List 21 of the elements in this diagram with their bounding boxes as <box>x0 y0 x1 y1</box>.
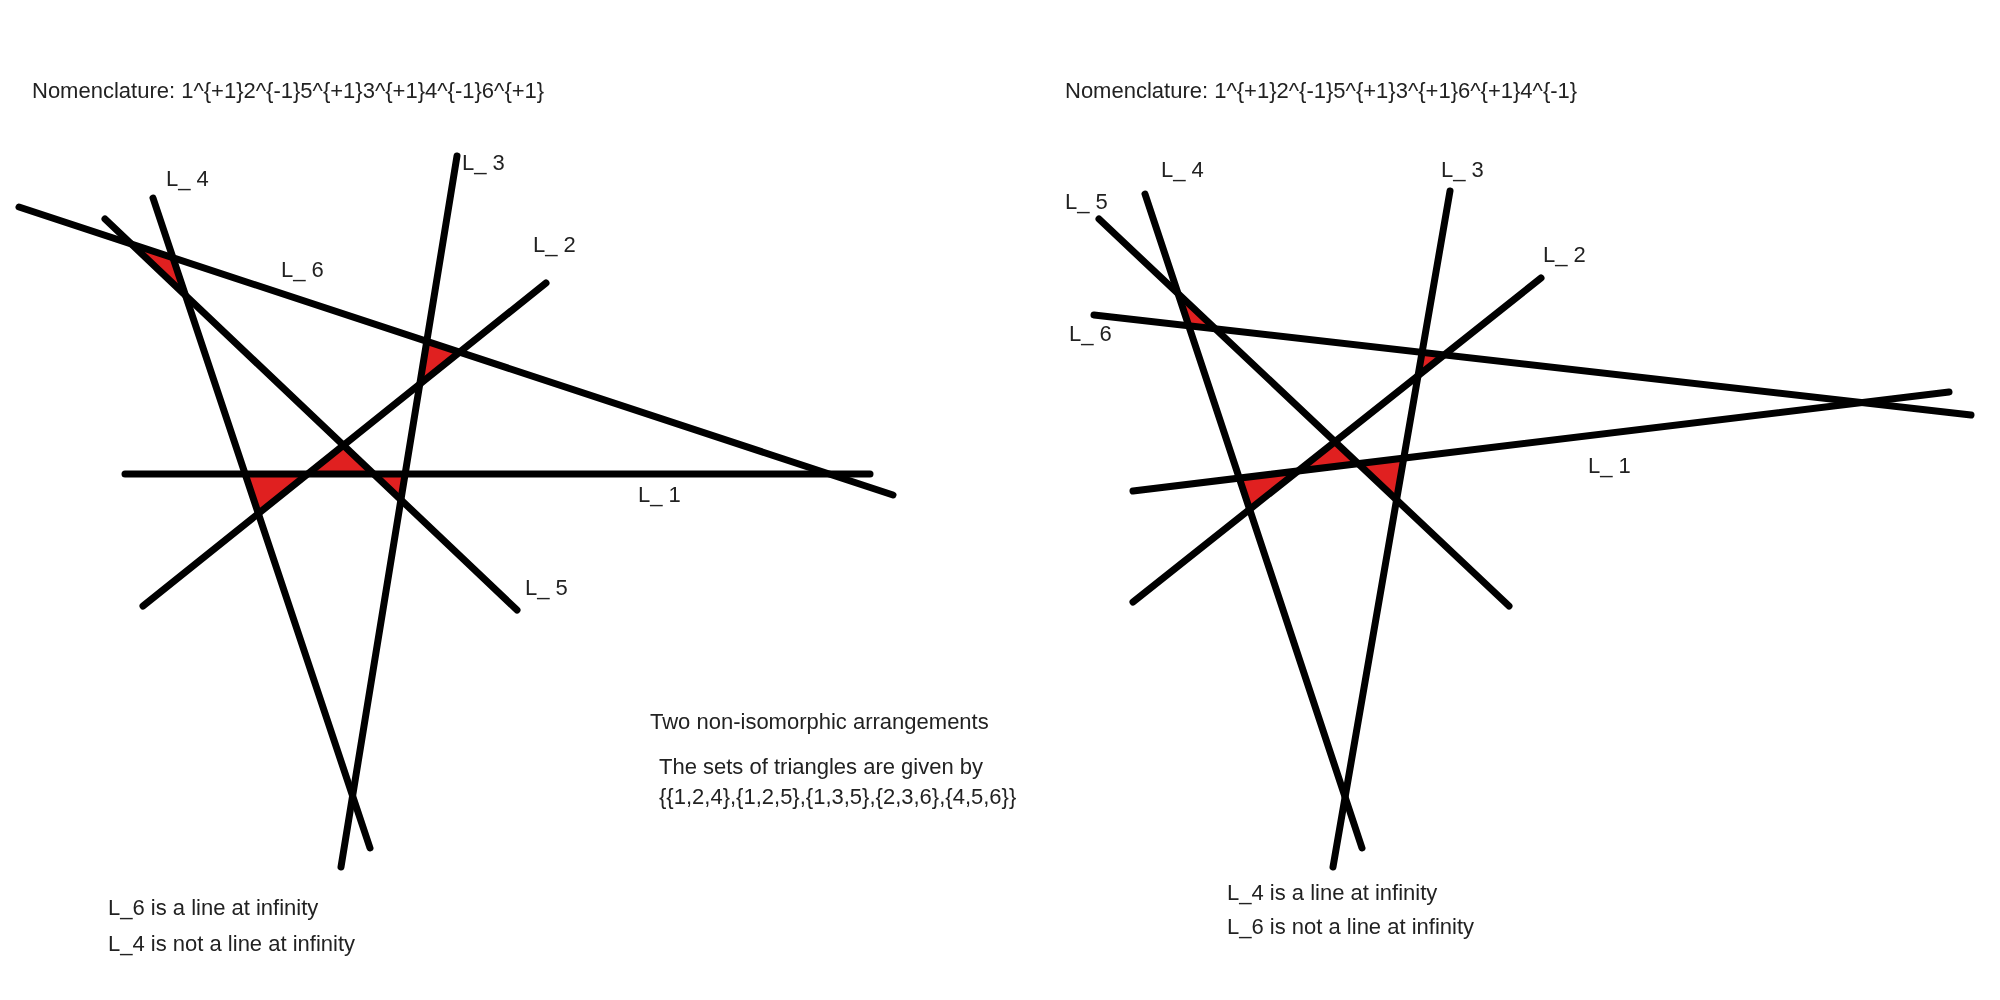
line-label: L_ 6 <box>281 257 324 283</box>
line-label: L_ 2 <box>533 232 576 258</box>
nomenclature-text: Nomenclature: 1^{+1}2^{-1}5^{+1}3^{+1}4^{-1}6^{+1} <box>32 78 545 104</box>
line-label: L_ 4 <box>1161 157 1204 183</box>
line-label: L_ 5 <box>1065 189 1108 215</box>
triangle-set-text: {{1,2,4},{1,2,5},{1,3,5},{2,3,6},{4,5,6}} <box>659 784 1017 810</box>
line-label: L_ 6 <box>1069 321 1112 347</box>
line-label: L_ 1 <box>1588 453 1631 479</box>
line-label: L_ 5 <box>525 575 568 601</box>
nomenclature-text: Nomenclature: 1^{+1}2^{-1}5^{+1}3^{+1}6^{+1}4^{-1} <box>1065 78 1578 104</box>
caption-text: The sets of triangles are given by <box>659 754 984 780</box>
line-label: L_ 2 <box>1543 242 1586 268</box>
note-text: L_4 is not a line at infinity <box>108 931 356 957</box>
line-label: L_ 4 <box>166 166 209 192</box>
caption-text: Two non-isomorphic arrangements <box>650 709 989 735</box>
line-label: L_ 1 <box>638 482 681 508</box>
note-text: L_6 is a line at infinity <box>108 895 319 921</box>
note-text: L_4 is a line at infinity <box>1227 880 1438 906</box>
line-label: L_ 3 <box>462 150 505 176</box>
note-text: L_6 is not a line at infinity <box>1227 914 1475 940</box>
line-label: L_ 3 <box>1441 157 1484 183</box>
